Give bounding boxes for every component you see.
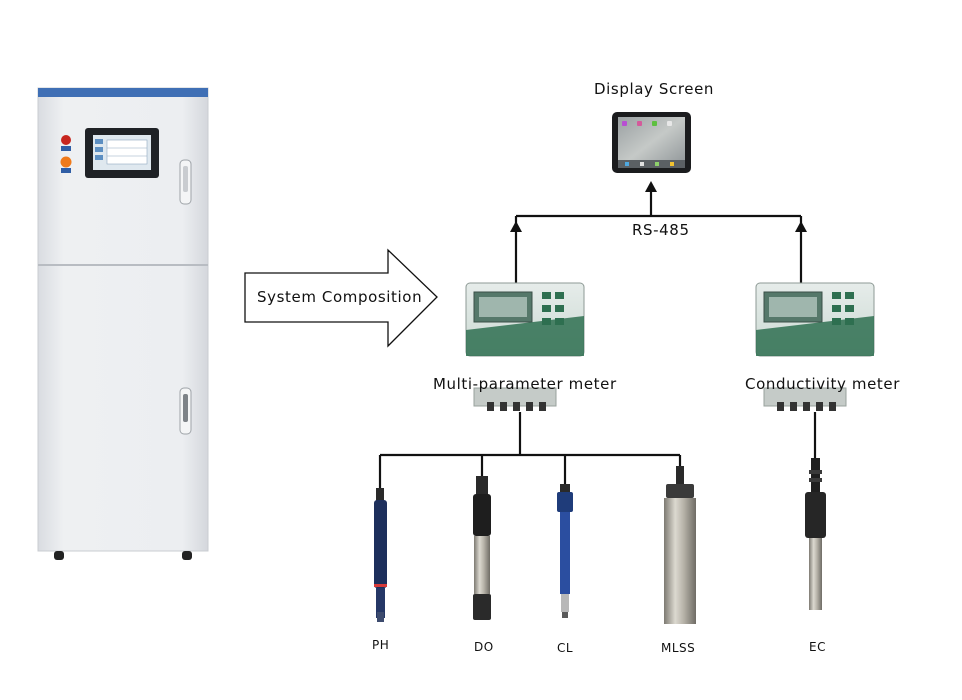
orange-indicator-light bbox=[60, 156, 72, 168]
bus-arrow-up-left bbox=[510, 221, 522, 232]
cl-probe bbox=[557, 484, 573, 618]
ec-probe bbox=[805, 458, 826, 610]
mlss-label: MLSS bbox=[661, 641, 696, 655]
do-label: DO bbox=[474, 640, 494, 654]
display-screen-label: Display Screen bbox=[594, 80, 715, 98]
mlss-probe bbox=[664, 466, 696, 624]
analyzer-cabinet bbox=[37, 87, 209, 560]
cl-label: CL bbox=[557, 641, 574, 655]
conductivity-meter-label: Conductivity meter bbox=[745, 375, 900, 393]
multi-parameter-meter-device bbox=[465, 282, 585, 411]
ec-label: EC bbox=[809, 640, 826, 654]
ph-probe bbox=[374, 488, 387, 622]
conductivity-meter-device bbox=[755, 282, 875, 411]
cabinet-top-bar bbox=[38, 88, 208, 97]
bus-arrow-up-display bbox=[645, 181, 657, 192]
ph-label: PH bbox=[372, 638, 390, 652]
sensor-bus bbox=[378, 412, 817, 490]
rs485-label: RS-485 bbox=[632, 221, 690, 239]
display-screen-tablet bbox=[612, 112, 691, 173]
multi-parameter-meter-label: Multi-parameter meter bbox=[433, 375, 617, 393]
system-composition-arrow bbox=[244, 248, 438, 348]
red-indicator-light bbox=[61, 135, 71, 145]
do-probe bbox=[473, 476, 491, 620]
system-composition-label: System Composition bbox=[257, 288, 423, 306]
bus-arrow-up-right bbox=[795, 221, 807, 232]
